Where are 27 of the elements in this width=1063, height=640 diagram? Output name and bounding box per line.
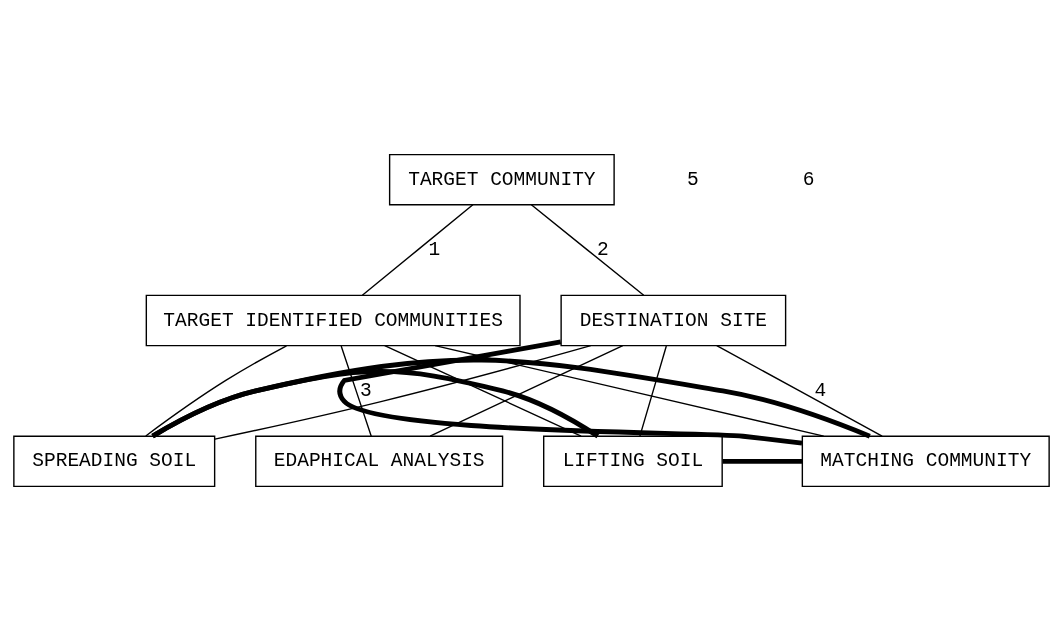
edge-label: 4 xyxy=(814,379,827,402)
connector xyxy=(434,344,825,437)
connector xyxy=(722,458,802,464)
connector xyxy=(361,203,474,296)
connector xyxy=(716,344,883,437)
node-box: LIFTING SOIL xyxy=(543,435,723,487)
connector xyxy=(151,357,871,438)
connector xyxy=(151,368,600,438)
connector xyxy=(340,344,372,437)
node-box: EDAPHICAL ANALYSIS xyxy=(255,435,504,487)
connector xyxy=(145,344,288,437)
edge-label: 2 xyxy=(597,238,609,261)
edge-label: 1 xyxy=(428,238,441,261)
node-box: TARGET IDENTIFIED COMMUNITIES xyxy=(145,294,521,346)
node-box: MATCHING COMMUNITY xyxy=(801,435,1050,487)
connector xyxy=(429,344,624,437)
edge-label: 3 xyxy=(360,379,372,402)
label: 5 xyxy=(687,168,699,191)
connector xyxy=(530,203,645,296)
connector xyxy=(214,344,592,440)
label: 6 xyxy=(802,168,815,191)
node-box: DESTINATION SITE xyxy=(560,294,787,346)
node-box: TARGET COMMUNITY xyxy=(388,153,615,205)
connector xyxy=(337,338,803,446)
node-box: SPREADING SOIL xyxy=(13,435,216,487)
connector xyxy=(639,344,668,437)
connector xyxy=(384,344,582,437)
